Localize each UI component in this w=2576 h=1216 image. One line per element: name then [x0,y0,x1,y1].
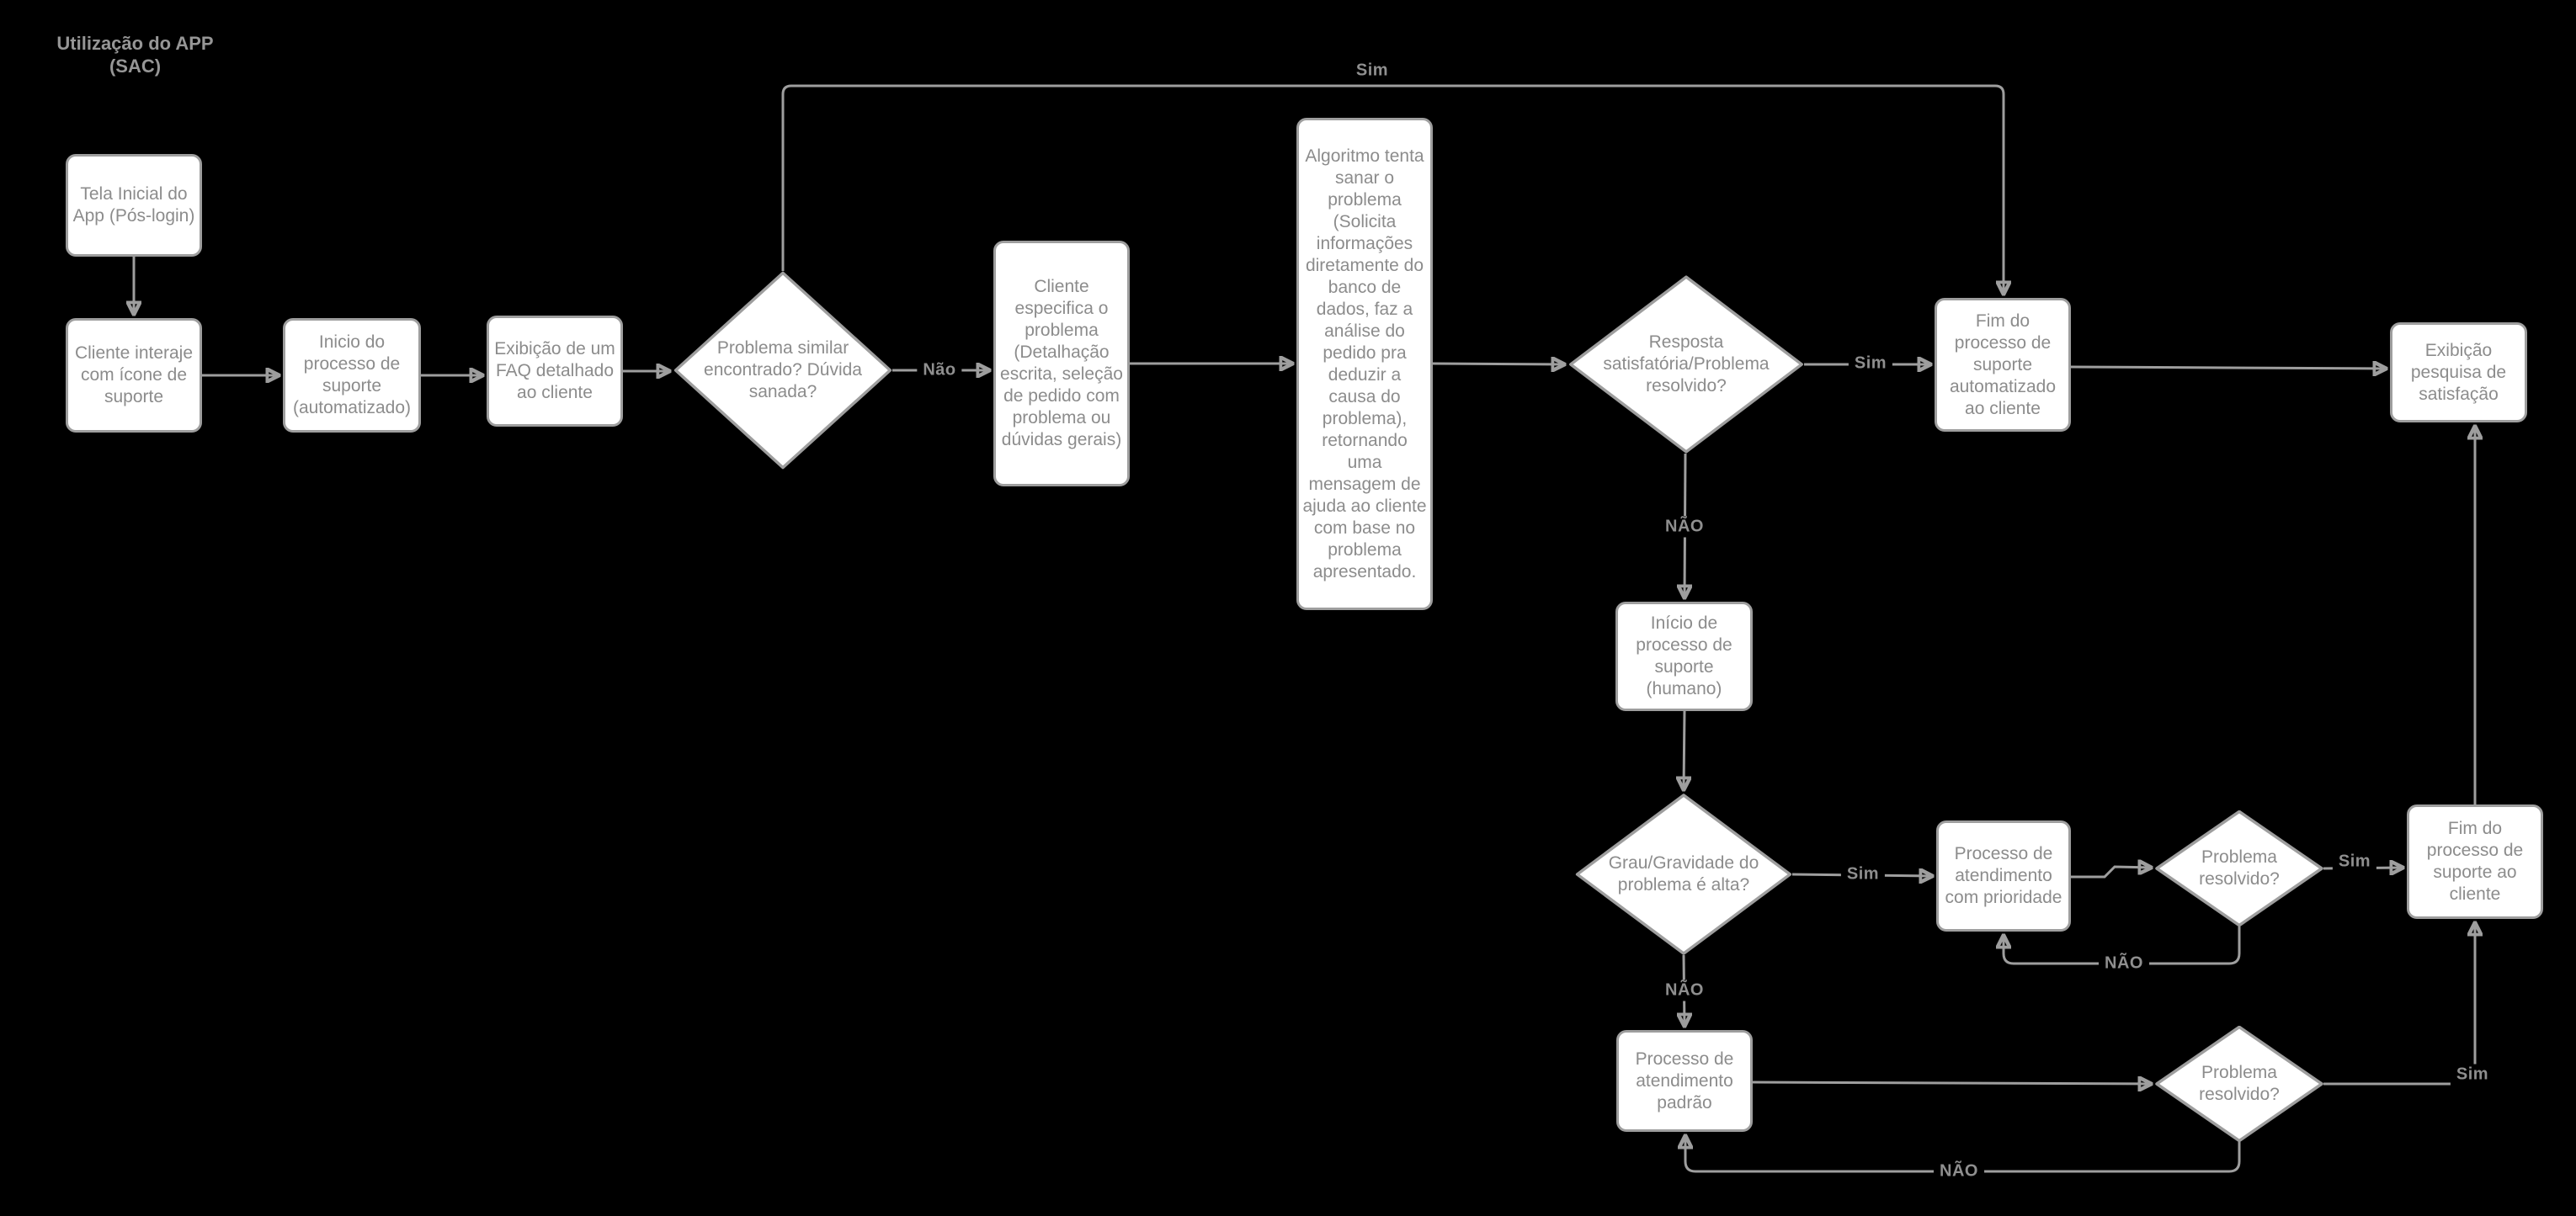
edge-label-nao: Não [917,359,962,381]
node-inicio-processo-suporte-automatizado: Inicio do processo de suporte (automatiz… [283,318,421,433]
node-label: Cliente interaje com ícone de suporte [74,343,194,406]
node-label: Algoritmo tenta sanar o problema (Solici… [1302,146,1427,581]
node-label: Resposta satisfatória/Problema resolvido… [1603,332,1770,396]
edge-label-nao: NÃO [2099,953,2149,974]
edge-label-nao: NÃO [1659,980,1710,1001]
node-label: Tela Inicial do App (Pós-login) [72,184,195,226]
node-label: Exibição de um FAQ detalhado ao cliente [494,339,615,402]
edge-label-sim: Sim [1840,863,1886,885]
node-label: Cliente especifica o problema (Detalhaçã… [1000,277,1123,449]
node-label: Problema resolvido? [2199,847,2280,889]
node-fim-processo-suporte-automatizado: Fim do processo de suporte automatizado … [1935,298,2071,432]
edge-label-sim: Sim [1848,353,1893,374]
node-algoritmo-tenta-sanar-problema: Algoritmo tenta sanar o problema (Solici… [1296,118,1433,610]
node-exibicao-pesquisa-satisfacao: Exibição pesquisa de satisfação [2390,322,2527,422]
node-processo-atendimento-prioridade: Processo de atendimento com prioridade [1936,820,2071,932]
diamond-shape [1575,794,1792,955]
node-fim-processo-suporte-cliente: Fim do processo de suporte ao cliente [2407,804,2543,919]
node-label: Inicio do processo de suporte (automatiz… [292,332,412,417]
edge-padrao-to-resolvido2 [1752,1082,2152,1084]
node-label: Fim do processo de suporte automatizado … [1949,311,2057,418]
edge-prioridade-to-resolvido1 [2071,867,2152,879]
node-label: Grau/Gravidade do problema é alta? [1608,853,1759,895]
edge-resolvido2-sim-to-fim-cliente [2323,922,2475,1086]
node-exibicao-faq-detalhado: Exibição de um FAQ detalhado ao cliente [487,316,623,427]
decision-problema-resolvido-padrao: Problema resolvido? [2155,1026,2323,1142]
decision-grau-gravidade-problema: Grau/Gravidade do problema é alta? [1575,794,1792,955]
decision-problema-resolvido-prioridade: Problema resolvido? [2155,810,2323,927]
node-label: Fim do processo de suporte ao cliente [2426,819,2524,904]
diagram-title: Utilização do APP (SAC) [56,33,214,77]
node-label: Início de processo de suporte (humano) [1636,613,1732,698]
decision-resposta-satisfatoria: Resposta satisfatória/Problema resolvido… [1568,275,1804,454]
node-cliente-especifica-problema: Cliente especifica o problema (Detalhaçã… [993,241,1130,486]
node-label: Problema resolvido? [2199,1063,2280,1104]
node-label: Exibição pesquisa de satisfação [2410,340,2507,404]
edge-label-sim: Sim [1355,61,1389,80]
edge-label-sim: Sim [2450,1064,2495,1086]
node-label: Processo de atendimento com prioridade [1945,844,2062,907]
node-inicio-processo-suporte-humano: Início de processo de suporte (humano) [1615,602,1753,711]
node-tela-inicial-app: Tela Inicial do App (Pós-login) [66,154,202,257]
node-label: Processo de atendimento padrão [1635,1049,1734,1112]
node-cliente-interaje-icone-suporte: Cliente interaje com ícone de suporte [66,318,202,433]
diamond-shape [2155,1026,2323,1142]
edge-label-sim: Sim [2332,851,2377,873]
edge-label-nao: NÃO [1934,1160,1984,1182]
edge-similar-sim-to-fim-auto [781,84,2004,295]
node-processo-atendimento-padrao: Processo de atendimento padrão [1616,1030,1753,1132]
edge-fim-auto-to-pesquisa [2070,367,2387,369]
decision-problema-similar-encontrado: Problema similar encontrado? Dúvida sana… [673,271,892,470]
diamond-shape [1568,275,1804,454]
diamond-shape [673,271,892,470]
node-label: Problema similar encontrado? Dúvida sana… [704,338,862,401]
edge-humano-to-grau [1684,710,1685,790]
diamond-shape [2155,810,2323,927]
edge-label-nao: NÃO [1659,516,1710,538]
